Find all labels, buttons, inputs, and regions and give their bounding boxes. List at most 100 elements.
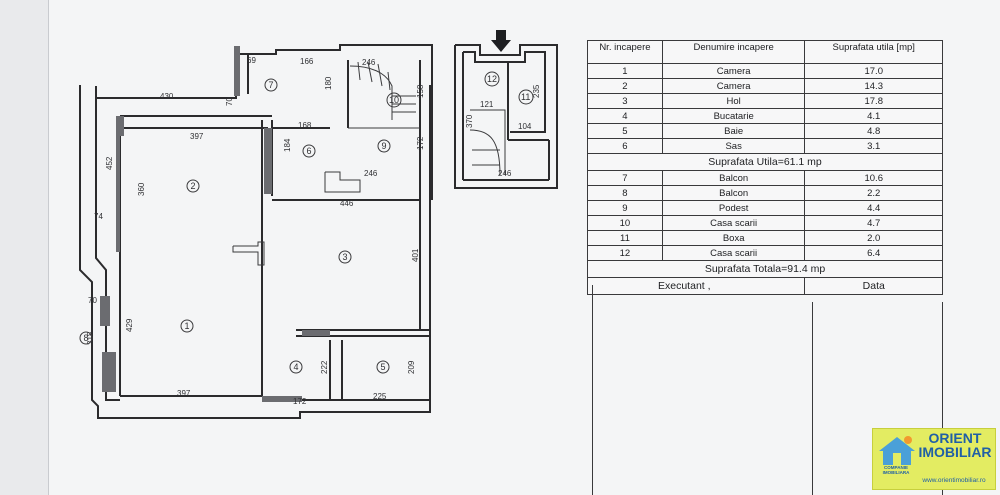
executant-label: Executant ,: [586, 277, 806, 295]
dim-label: 318: [86, 331, 95, 345]
dim-label: 397: [190, 132, 204, 141]
dim-label: 70: [88, 296, 97, 305]
signature-row: Executant , Data: [586, 277, 943, 295]
subtotal-text: Suprafata Utila=61.1 mp: [587, 153, 943, 171]
wall-hatches: [100, 46, 330, 402]
frame-line: [942, 302, 943, 495]
orient-imobiliar-logo: ORIENT IMOBILIAR COMPANIE IMOBILIARA www…: [872, 428, 996, 490]
room-number: 2: [191, 181, 196, 191]
cell-name: Balcon: [661, 185, 806, 201]
cell-area: 4.1: [804, 108, 943, 124]
cell-name: Camera: [661, 78, 806, 94]
dim-label: 158: [416, 84, 425, 98]
total-text: Suprafata Totala=91.4 mp: [587, 260, 943, 278]
cell-name: Camera: [661, 63, 806, 79]
room-number: 8: [84, 333, 89, 343]
header-nr: Nr. incapere: [587, 40, 663, 64]
cell-nr: 7: [587, 170, 663, 186]
dim-label: 121: [480, 100, 494, 109]
room-number: 12: [487, 74, 497, 84]
upper-plan: [454, 30, 558, 189]
cell-area: 2.0: [804, 230, 943, 246]
dim-label: 184: [283, 138, 292, 152]
logo-title: ORIENT IMOBILIAR: [917, 431, 993, 459]
cell-nr: 6: [587, 138, 663, 154]
dim-label: 452: [105, 156, 114, 170]
cell-area: 17.0: [804, 63, 943, 79]
dim-label: 74: [94, 212, 103, 221]
room-number: 4: [294, 362, 299, 372]
dim-label: 225: [373, 392, 387, 401]
dim-label: 397: [177, 389, 191, 398]
cell-nr: 4: [587, 108, 663, 124]
dim-label: 246: [364, 169, 378, 178]
dim-label: 172: [293, 397, 307, 406]
cell-nr: 12: [587, 245, 663, 261]
dim-label: 222: [320, 360, 329, 374]
cell-area: 10.6: [804, 170, 943, 186]
cell-name: Casa scarii: [661, 245, 806, 261]
stairs-room-10: [349, 61, 416, 120]
header-area: Suprafata utila [mp]: [804, 40, 943, 64]
dim-label: 168: [298, 121, 312, 130]
dim-label: 370: [465, 114, 474, 128]
logo-tagline: COMPANIE IMOBILIARA: [882, 465, 910, 475]
cell-area: 2.2: [804, 185, 943, 201]
cell-name: Casa scarii: [661, 215, 806, 231]
cell-nr: 1: [587, 63, 663, 79]
cell-name: Podest: [661, 200, 806, 216]
room-number: 10: [389, 95, 399, 105]
cell-area: 6.4: [804, 245, 943, 261]
cell-area: 4.8: [804, 123, 943, 139]
cell-nr: 2: [587, 78, 663, 94]
dim-label: 70: [225, 97, 234, 106]
cell-nr: 5: [587, 123, 663, 139]
logo-title-line1: ORIENT: [928, 430, 982, 446]
room-number: 5: [381, 362, 386, 372]
cell-nr: 8: [587, 185, 663, 201]
logo-title-line2: IMOBILIAR: [918, 444, 992, 460]
room-markers: 1 2 3 4 5 6 7 8 9 10 11 12: [79, 71, 534, 374]
cell-area: 4.7: [804, 215, 943, 231]
room-number: 1: [185, 321, 190, 331]
rooms-area-table: Nr. incapere Denumire incapere Suprafata…: [586, 40, 943, 295]
dim-label: 446: [340, 199, 354, 208]
dim-label: 69: [247, 56, 256, 65]
cell-name: Boxa: [661, 230, 806, 246]
cell-nr: 10: [587, 215, 663, 231]
cell-name: Balcon: [661, 170, 806, 186]
dim-label: 104: [518, 122, 532, 131]
dim-label: 401: [411, 248, 420, 262]
dim-label: 235: [532, 84, 541, 98]
cell-nr: 3: [587, 93, 663, 109]
cell-name: Bucatarie: [661, 108, 806, 124]
table-header-row: Nr. incapere Denumire incapere Suprafata…: [587, 40, 943, 64]
cell-name: Baie: [661, 123, 806, 139]
dim-label: 172: [416, 136, 425, 150]
cell-name: Hol: [661, 93, 806, 109]
direction-arrow-icon: [491, 30, 511, 52]
cell-area: 4.4: [804, 200, 943, 216]
subtotal-row: Suprafata Utila=61.1 mp: [587, 153, 943, 171]
logo-url: www.orientimobiliar.ro: [922, 477, 986, 484]
cell-name: Sas: [661, 138, 806, 154]
cell-nr: 9: [587, 200, 663, 216]
dim-label: 429: [125, 318, 134, 332]
room-number: 9: [382, 141, 387, 151]
dim-label: 246: [498, 169, 512, 178]
dim-label: 430: [160, 92, 174, 101]
header-name: Denumire incapere: [661, 40, 806, 64]
house-logo-icon: [879, 436, 915, 465]
